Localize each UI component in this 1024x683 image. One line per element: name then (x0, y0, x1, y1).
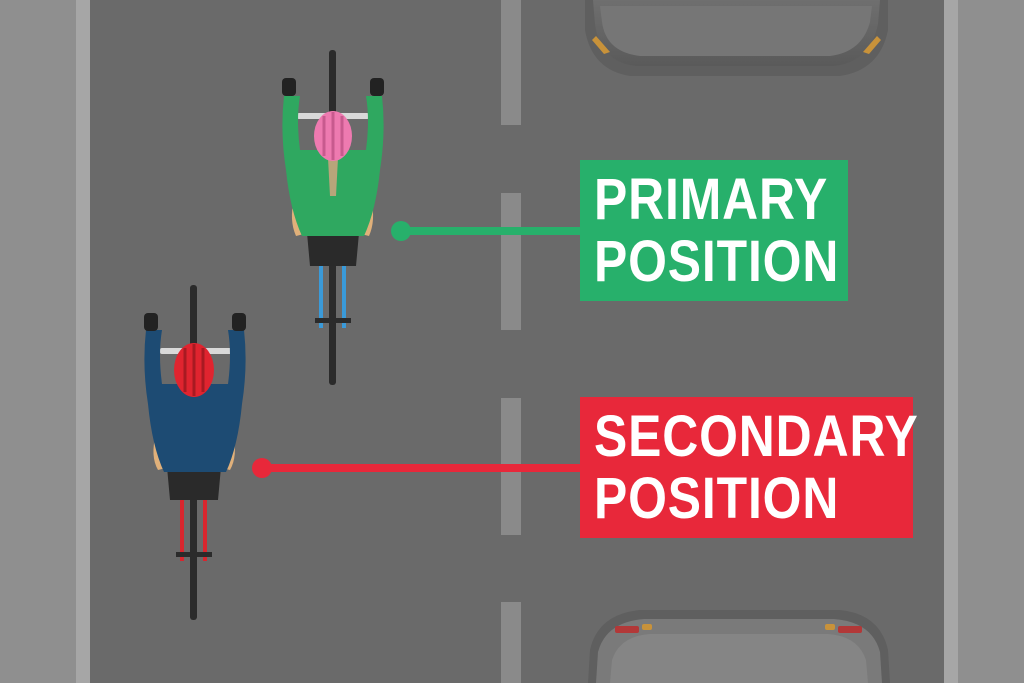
secondary-label-line1: SECONDARY (594, 403, 919, 469)
cyclist-secondary (144, 285, 246, 620)
right-curb (944, 0, 958, 683)
left-sidewalk (0, 0, 76, 683)
primary-label-line2: POSITION (594, 228, 840, 294)
secondary-position-label: SECONDARY POSITION (580, 397, 919, 538)
left-curb (76, 0, 90, 683)
car-top (585, 0, 888, 76)
primary-position-label: PRIMARY POSITION (580, 160, 848, 301)
secondary-pointer (252, 458, 582, 478)
right-sidewalk (958, 0, 1024, 683)
primary-pointer (391, 221, 581, 241)
primary-label-line1: PRIMARY (594, 166, 829, 232)
cyclist-primary (282, 50, 384, 385)
car-bottom (588, 610, 890, 683)
secondary-label-line2: POSITION (594, 465, 840, 531)
